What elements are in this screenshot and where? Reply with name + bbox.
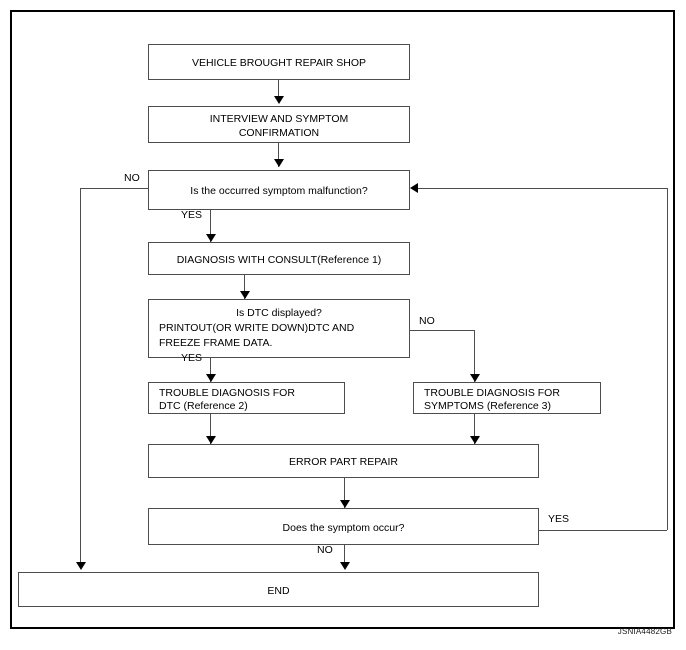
arrowhead-dtc-q <box>240 291 250 299</box>
connector-repair-to-occur <box>344 478 345 508</box>
arrowhead-occur-q <box>340 500 350 508</box>
node-label: ERROR PART REPAIR <box>289 456 398 468</box>
arrowhead-symptom-q-return <box>410 183 418 193</box>
node-label-line1: Is DTC displayed? <box>236 307 322 319</box>
arrowhead-end-from-occur <box>340 562 350 570</box>
node-error-part-repair: ERROR PART REPAIR <box>148 444 539 478</box>
arrowhead-trouble-sym <box>470 374 480 382</box>
node-is-symptom-malfunction: Is the occurred symptom malfunction? <box>148 170 410 210</box>
connector-occur-yes-vertical <box>667 188 668 530</box>
edge-label-occur-no: NO <box>317 544 333 556</box>
connector-consult-to-dtc <box>244 275 245 299</box>
node-end: END <box>18 572 539 607</box>
node-is-dtc-displayed: Is DTC displayed? PRINTOUT(OR WRITE DOWN… <box>148 299 410 358</box>
node-label: DIAGNOSIS WITH CONSULT(Reference 1) <box>176 254 382 266</box>
node-diagnosis-with-consult: DIAGNOSIS WITH CONSULT(Reference 1) <box>148 242 410 275</box>
node-interview-and-symptom-confirmation: INTERVIEW AND SYMPTOM CONFIRMATION <box>148 106 410 143</box>
connector-trouble-dtc-to-repair <box>210 414 211 444</box>
edge-label-dtc-yes: YES <box>181 352 203 364</box>
node-label-line1: TROUBLE DIAGNOSIS FOR <box>159 387 295 399</box>
node-label-line1: TROUBLE DIAGNOSIS FOR <box>424 387 560 399</box>
arrowhead-end-from-no <box>76 562 86 570</box>
figure-code: JSNIA4482GB <box>617 627 672 636</box>
node-label: END <box>267 585 290 597</box>
edge-label-symptom-yes: YES <box>181 209 203 221</box>
node-label-line2: PRINTOUT(OR WRITE DOWN)DTC AND <box>159 322 355 334</box>
arrowhead-trouble-dtc <box>206 374 216 382</box>
connector-symptom-no-vertical <box>80 188 81 566</box>
connector-dtc-no-horizontal <box>410 330 475 331</box>
node-label-line2: DTC (Reference 2) <box>159 400 248 412</box>
connector-interview-to-symptom <box>278 143 279 167</box>
node-label: Does the symptom occur? <box>282 522 405 534</box>
node-trouble-diagnosis-for-symptoms: TROUBLE DIAGNOSIS FOR SYMPTOMS (Referenc… <box>413 382 601 414</box>
connector-occur-yes-horizontal <box>539 530 667 531</box>
connector-symptom-no-horizontal <box>80 188 148 189</box>
node-label-line1: INTERVIEW AND SYMPTOM <box>209 113 349 125</box>
node-label: Is the occurred symptom malfunction? <box>190 185 368 197</box>
node-trouble-diagnosis-for-dtc: TROUBLE DIAGNOSIS FOR DTC (Reference 2) <box>148 382 345 414</box>
edge-label-symptom-no: NO <box>124 172 140 184</box>
connector-symptom-yes <box>210 210 211 242</box>
arrowhead-symptom-q <box>274 159 284 167</box>
arrowhead-consult <box>206 234 216 242</box>
connector-occur-no <box>344 545 345 566</box>
connector-trouble-sym-to-repair <box>474 414 475 444</box>
connector-start-to-interview <box>278 80 279 102</box>
connector-occur-yes-return <box>412 188 667 189</box>
arrowhead-repair-right <box>470 436 480 444</box>
arrowhead-repair-left <box>206 436 216 444</box>
node-label-line3: FREEZE FRAME DATA. <box>159 337 273 349</box>
node-does-symptom-occur: Does the symptom occur? <box>148 508 539 545</box>
node-label: VEHICLE BROUGHT REPAIR SHOP <box>191 57 367 69</box>
arrowhead-interview <box>274 96 284 104</box>
node-label-line2: SYMPTOMS (Reference 3) <box>424 400 552 412</box>
edge-label-occur-yes: YES <box>548 513 570 525</box>
edge-label-dtc-no: NO <box>419 315 435 327</box>
node-label-line2: CONFIRMATION <box>238 127 320 139</box>
node-vehicle-brought-repair-shop: VEHICLE BROUGHT REPAIR SHOP <box>148 44 410 80</box>
connector-dtc-yes <box>210 358 211 382</box>
connector-dtc-no-vertical <box>474 330 475 382</box>
